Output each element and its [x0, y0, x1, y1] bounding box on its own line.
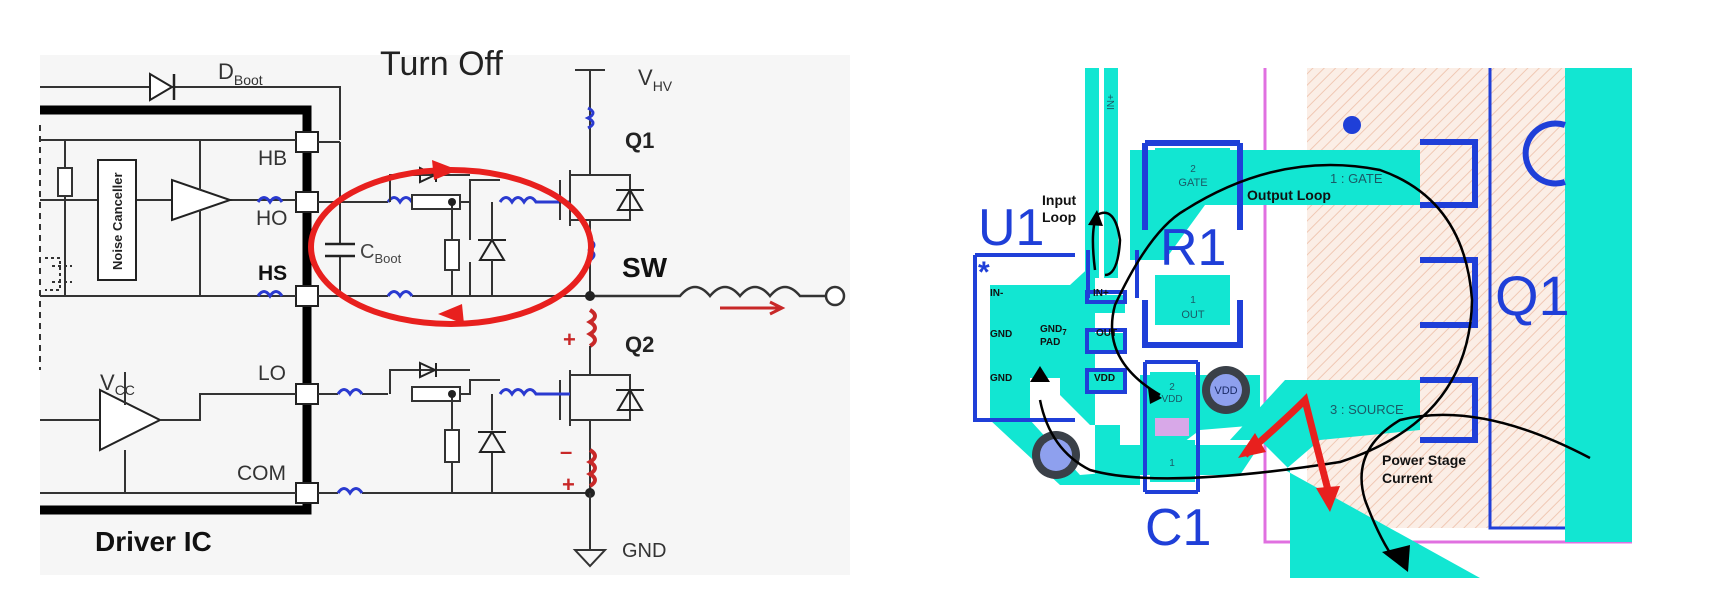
c1-pin1-pad [1150, 440, 1195, 482]
ground-symbol [572, 493, 608, 568]
ls-minus: – [560, 439, 572, 464]
ho-trace-inductance [386, 196, 414, 205]
pin-vdd: VDD [1094, 373, 1115, 384]
input-loop-path [1091, 211, 1122, 277]
r1-pin1-pad [1155, 275, 1230, 325]
loop-arrow-bottom [438, 304, 464, 324]
output-loop-path [1038, 163, 1474, 480]
gate-driver-schematic: Turn Off DBoot HB HO HS LO COM Noise Can… [39, 45, 850, 575]
pin-lo-label: LO [258, 362, 286, 385]
loop-arrow-top [432, 160, 458, 180]
driver-ic-label: Driver IC [95, 526, 212, 557]
output-inductor [590, 285, 825, 298]
vhv-label: VHV [638, 65, 673, 94]
ls-plus-top: + [563, 327, 576, 352]
input-loop-label-2: Loop [1042, 209, 1076, 225]
r1-pin2-num: 2 [1190, 164, 1196, 175]
pin-gnd-pad: GND7 [1040, 324, 1067, 337]
pcb-layout: Q1 1 : GATE 3 : SOURCE IN+ U1 * IN- IN+ … [973, 68, 1632, 578]
q2-mosfet-symbol [559, 346, 631, 493]
in-plus-trace-label: IN+ [1106, 94, 1117, 110]
pin-gnd-1: GND [990, 329, 1012, 340]
pin-out: OUT [1096, 328, 1117, 339]
q2-label: Q2 [625, 332, 654, 357]
u1-outline [973, 253, 1075, 422]
c1-pin2-num: 2 [1169, 382, 1175, 393]
source-trace [1230, 380, 1480, 578]
q1-source-pin-label: 3 : SOURCE [1330, 402, 1404, 417]
noise-canceller-label: Noise Canceller [110, 172, 125, 270]
pin-in-minus: IN- [990, 288, 1003, 299]
pin-in-plus: IN+ [1093, 288, 1109, 299]
dboot-label: DBoot [218, 59, 263, 88]
gnd-label: GND [622, 540, 666, 562]
level-shift-transistor-symbol [45, 257, 72, 291]
r1-pin1-name: OUT [1181, 309, 1205, 321]
q1-gate-pin-label: 1 : GATE [1330, 171, 1383, 186]
c1-outline [1143, 360, 1200, 494]
boot-diode-symbol [149, 72, 174, 102]
cboot-label: CBoot [360, 241, 402, 266]
output-loop-label: Output Loop [1247, 187, 1331, 203]
r1-pin1-num: 1 [1190, 295, 1196, 306]
pin-hs-label: HS [258, 262, 287, 285]
c1-designator: C1 [1145, 499, 1211, 557]
q1-pin-outlines [1420, 139, 1478, 443]
power-stage-label-1: Power Stage [1382, 452, 1466, 468]
q1-drain-pad [1565, 68, 1632, 542]
c1-pin1-num: 1 [1169, 458, 1175, 469]
turn-off-current-arrow [1242, 393, 1332, 491]
q1-designator: Q1 [1495, 264, 1570, 327]
pin-gnd-2: GND [990, 373, 1012, 384]
driver-ic-outline [40, 105, 312, 515]
resistor-symbol [57, 167, 73, 197]
hs-trace-inductance [386, 290, 414, 299]
u1-designator: U1 [978, 199, 1044, 257]
schematic-title: Turn Off [380, 45, 503, 83]
pin-hb-label: HB [258, 147, 287, 170]
u1-pin1-marker: * [978, 256, 990, 289]
input-loop-label-1: Input [1042, 192, 1077, 208]
vcc-label: VCC [100, 370, 135, 398]
pin-ho-label: HO [256, 207, 288, 230]
c1-body [1155, 418, 1189, 436]
pin1-dot [1343, 116, 1361, 134]
q1-label: Q1 [625, 128, 654, 153]
pin-pad: PAD [1040, 337, 1060, 348]
gnd-copper [990, 262, 1260, 475]
r1-pin2-pad [1155, 148, 1230, 193]
ls-plus-bottom: + [562, 472, 575, 497]
c1-pin2-name: VDD [1161, 394, 1182, 405]
board-outline [1263, 68, 1632, 544]
q1-corner-arc [1522, 120, 1566, 187]
vdd-via-label: VDD [1214, 385, 1237, 397]
sw-node-label: SW [622, 252, 668, 283]
r1-designator: R1 [1160, 219, 1226, 277]
load-current-arrow [720, 300, 786, 316]
r1-pin2-name: GATE [1178, 177, 1207, 189]
power-stage-label-2: Current [1382, 470, 1433, 486]
power-stage-path [1360, 413, 1591, 561]
noise-canceller-block [97, 159, 137, 281]
pin-com-label: COM [237, 462, 286, 485]
r1-outline [1142, 140, 1243, 348]
